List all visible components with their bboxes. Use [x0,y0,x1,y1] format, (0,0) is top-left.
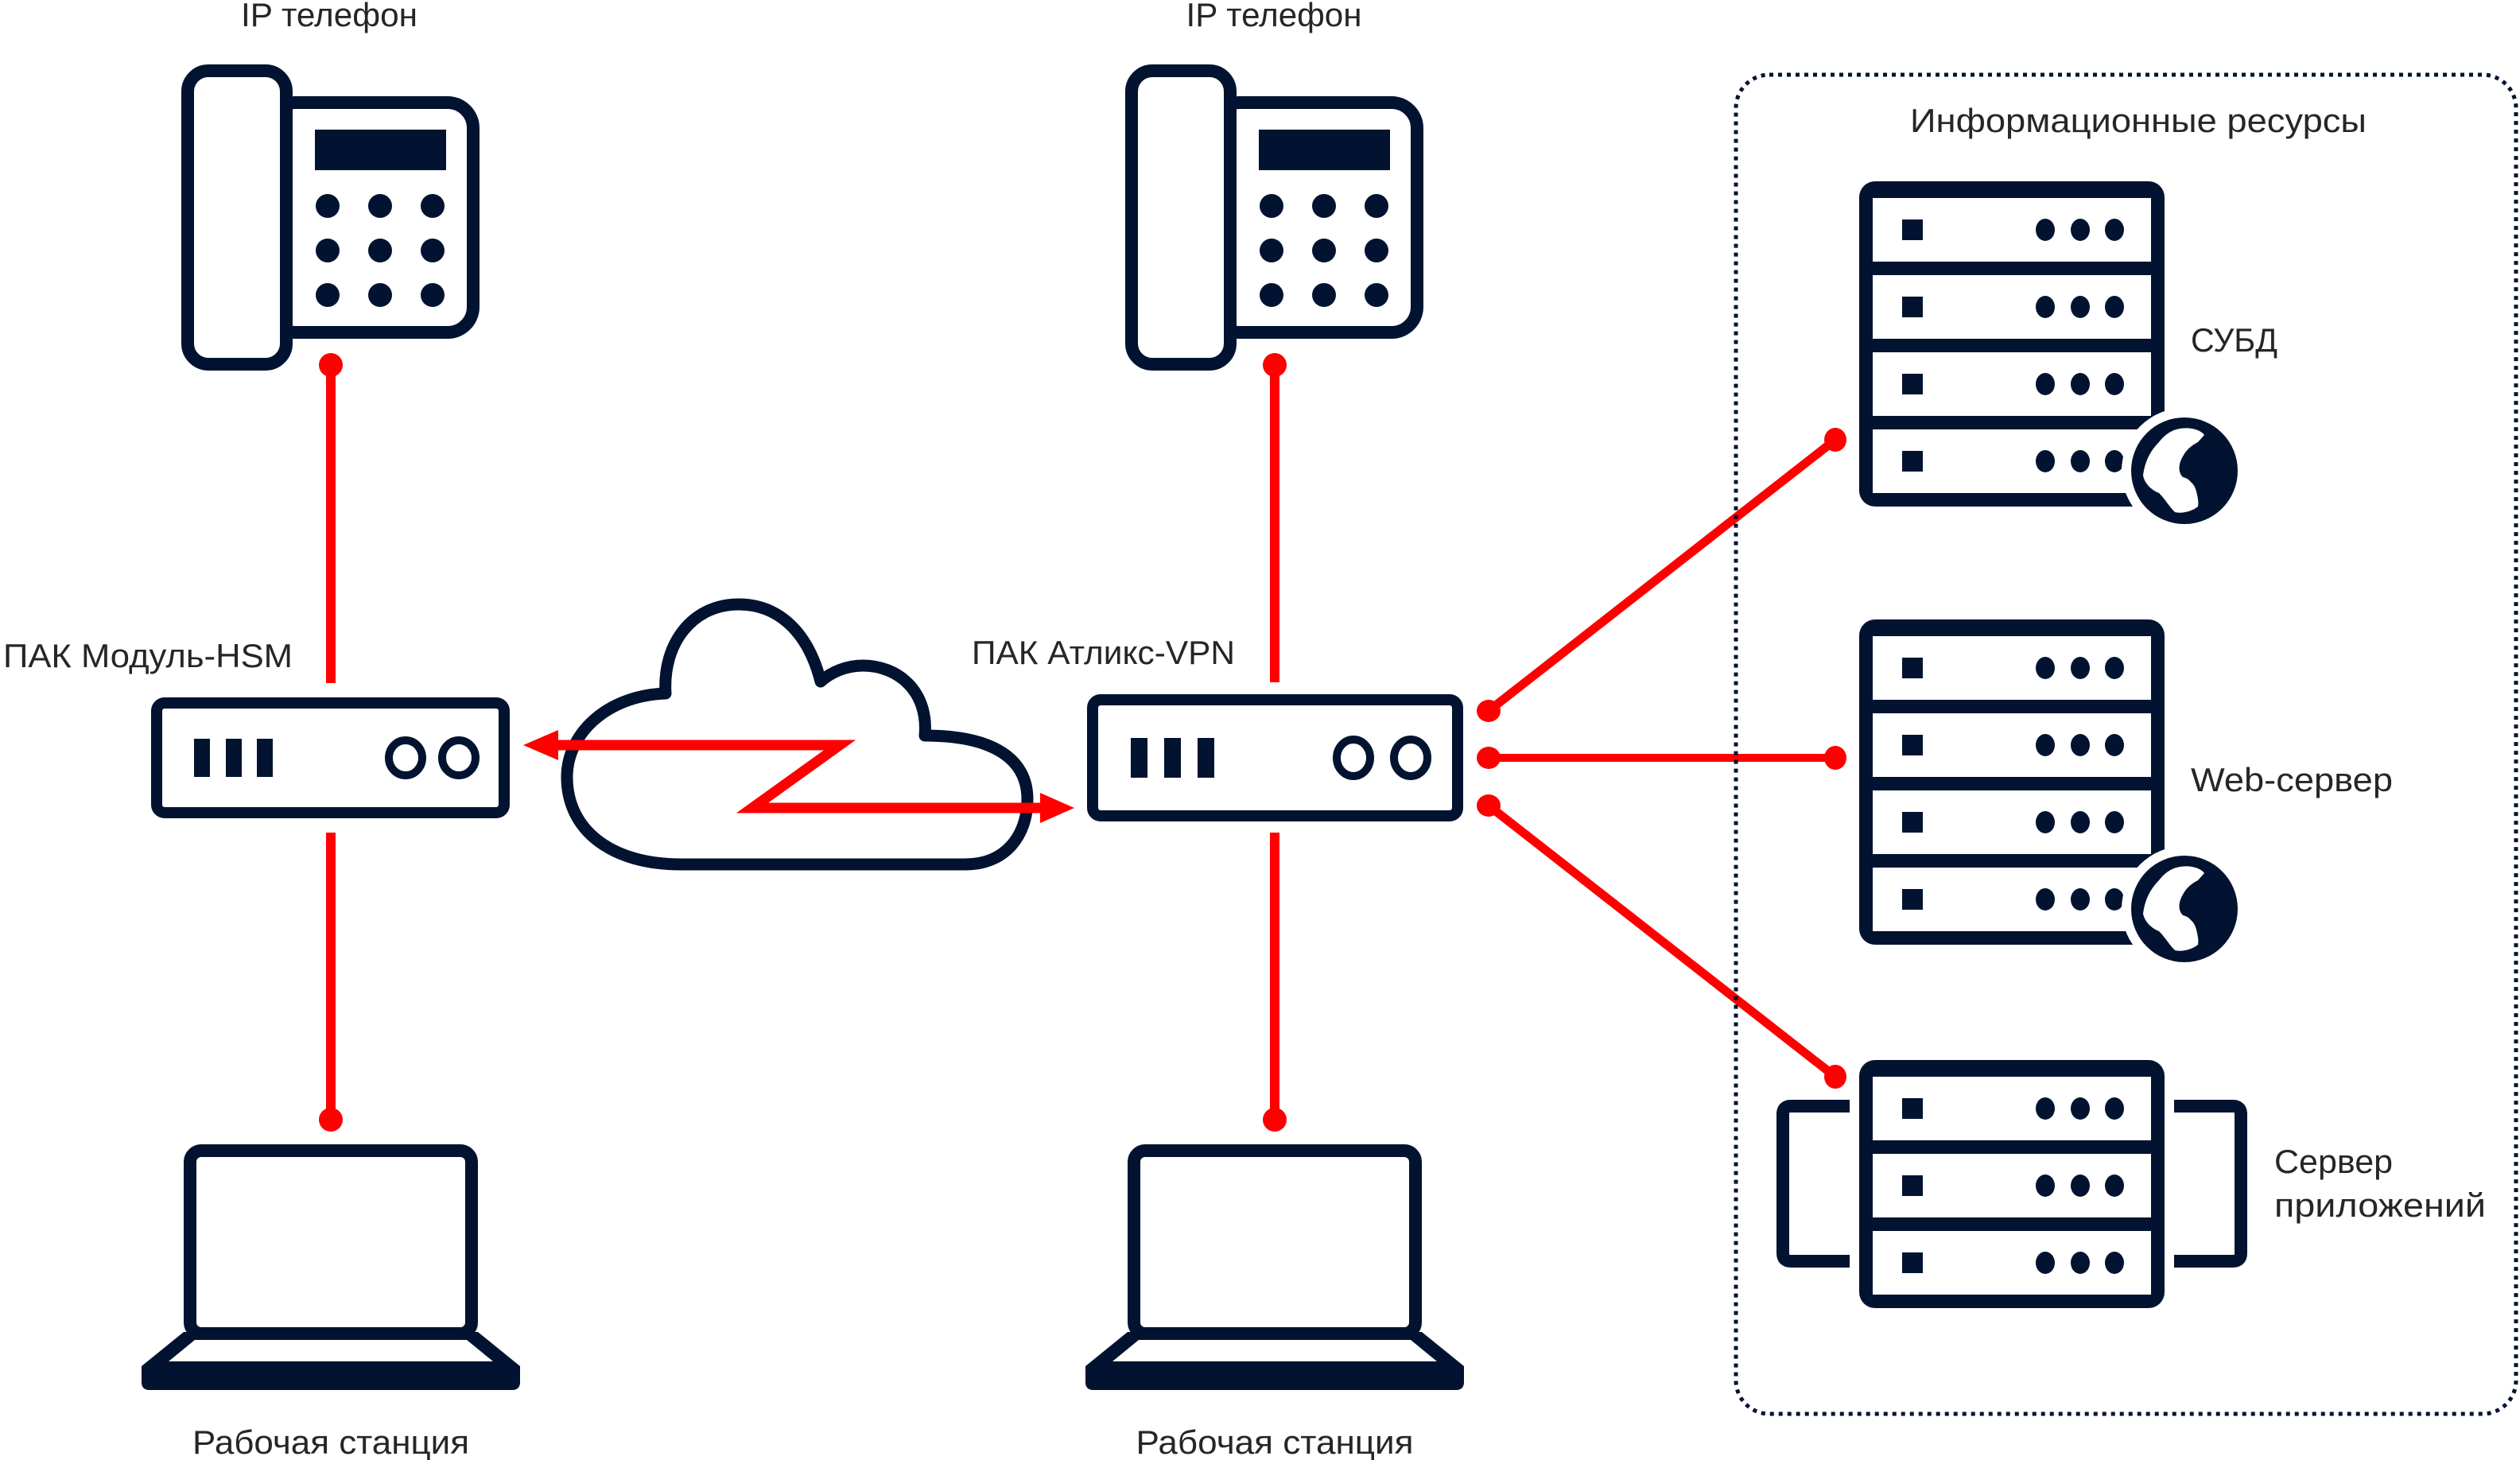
link-endpoint-dot [1477,700,1501,722]
server-indicator-dot-icon [2105,450,2124,472]
server-status-led-icon [1902,735,1923,755]
server-status-led-icon [1902,1252,1923,1273]
server-indicator-dot-icon [2071,219,2090,241]
globe-icon [2122,846,2247,972]
arrowhead-right [1040,793,1074,823]
server-indicator-dot-icon [2071,811,2090,833]
link-endpoint-dot [1477,794,1501,817]
center-site: IP телефон ПАК Атликс-VPN Рабочая станци… [972,0,1839,1460]
link-endpoint-dot [1263,353,1287,377]
network-appliance-icon [1087,694,1463,821]
link-endpoint-dot [1263,1108,1287,1132]
left-site: IP телефон ПАК Модуль-HSM Рабочая станци… [3,0,520,1460]
server-status-led-icon [1902,1098,1923,1119]
desk-phone-icon [188,71,473,364]
server-indicator-dot-icon [2071,1252,2090,1274]
server-indicator-dot-icon [2105,811,2124,833]
left-workstation-label: Рабочая станция [192,1423,469,1460]
dbms-server-label: СУБД [2191,321,2277,359]
server-status-led-icon [1902,658,1923,678]
server-status-led-icon [1902,374,1923,394]
link-endpoint-dot [1824,428,1846,452]
desk-phone-icon [1132,71,1417,364]
server-indicator-dot-icon [2036,1097,2055,1120]
center-workstation-label: Рабочая станция [1136,1423,1414,1460]
server-indicator-dot-icon [2105,1252,2124,1274]
link-endpoint-dot [319,1108,343,1132]
server-chassis [1859,619,2165,945]
server-status-led-icon [1902,297,1923,317]
server-indicator-dot-icon [2071,1175,2090,1197]
app-server-label-line2: приложений [2274,1186,2486,1224]
server-chassis [1859,181,2165,507]
server-indicator-dot-icon [2036,811,2055,833]
server-indicator-dot-icon [2071,657,2090,679]
server-indicator-dot-icon [2105,1175,2124,1197]
link-endpoint-dot [1477,747,1501,769]
zigzag-bidirectional-arrow-icon [523,730,1074,823]
app-server-label-line1: Сервер [2274,1143,2393,1180]
web-server-label: Web-сервер [2191,761,2393,798]
server-indicator-dot-icon [2036,373,2055,395]
server-status-led-icon [1902,889,1923,910]
server-indicator-dot-icon [2036,219,2055,241]
link-endpoint-dot [1824,1065,1846,1089]
server-indicator-dot-icon [2071,734,2090,756]
information-resources-group: Информационные ресурсы СУБД Web-сервер С… [1734,72,2518,1416]
server-indicator-dot-icon [2036,734,2055,756]
server-indicator-dot-icon [2036,450,2055,472]
arrowhead-left [523,730,558,760]
server-status-led-icon [1902,812,1923,833]
server-indicator-dot-icon [2071,296,2090,318]
server-status-led-icon [1902,219,1923,240]
server-indicator-dot-icon [2071,450,2090,472]
globe-icon [2122,408,2247,534]
server-indicator-dot-icon [2105,219,2124,241]
server-indicator-dot-icon [2036,1175,2055,1197]
server-rack-icon [1859,1060,2165,1308]
resources-title: Информационные ресурсы [1910,102,2367,139]
laptop-icon [1085,1151,1464,1390]
server-indicator-dot-icon [2105,657,2124,679]
left-gateway-label: ПАК Модуль-HSM [3,637,293,674]
server-indicator-dot-icon [2036,657,2055,679]
cluster-bracket-right [2174,1100,2247,1268]
dbms-server: СУБД [1859,181,2277,534]
server-status-led-icon [1902,451,1923,472]
laptop-icon [142,1151,520,1390]
internet-cloud [523,598,1074,871]
left-phone-label: IP телефон [241,0,417,33]
network-appliance-icon [151,697,510,818]
server-rack-icon [1859,181,2165,507]
server-indicator-dot-icon [2105,296,2124,318]
server-rack-icon [1859,619,2165,945]
server-indicator-dot-icon [2036,888,2055,911]
server-indicator-dot-icon [2071,888,2090,911]
server-indicator-dot-icon [2071,1097,2090,1120]
server-indicator-dot-icon [2036,1252,2055,1274]
server-indicator-dot-icon [2071,373,2090,395]
server-indicator-dot-icon [2105,373,2124,395]
application-server: Сервер приложений [1776,1060,2486,1308]
server-indicator-dot-icon [2105,734,2124,756]
server-indicator-dot-icon [2105,888,2124,911]
link-endpoint-dot [319,353,343,377]
server-indicator-dot-icon [2105,1097,2124,1120]
link-to-dbms [1485,436,1839,715]
cluster-bracket-left [1776,1100,1850,1268]
cloud-icon [561,598,1034,871]
web-server: Web-сервер [1859,619,2393,972]
server-indicator-dot-icon [2036,296,2055,318]
resources-boundary [1734,72,2518,1416]
center-phone-label: IP телефон [1186,0,1362,33]
link-to-app-server [1485,802,1839,1081]
link-endpoint-dot [1824,746,1846,770]
server-status-led-icon [1902,1175,1923,1196]
center-gateway-label: ПАК Атликс-VPN [972,634,1235,671]
